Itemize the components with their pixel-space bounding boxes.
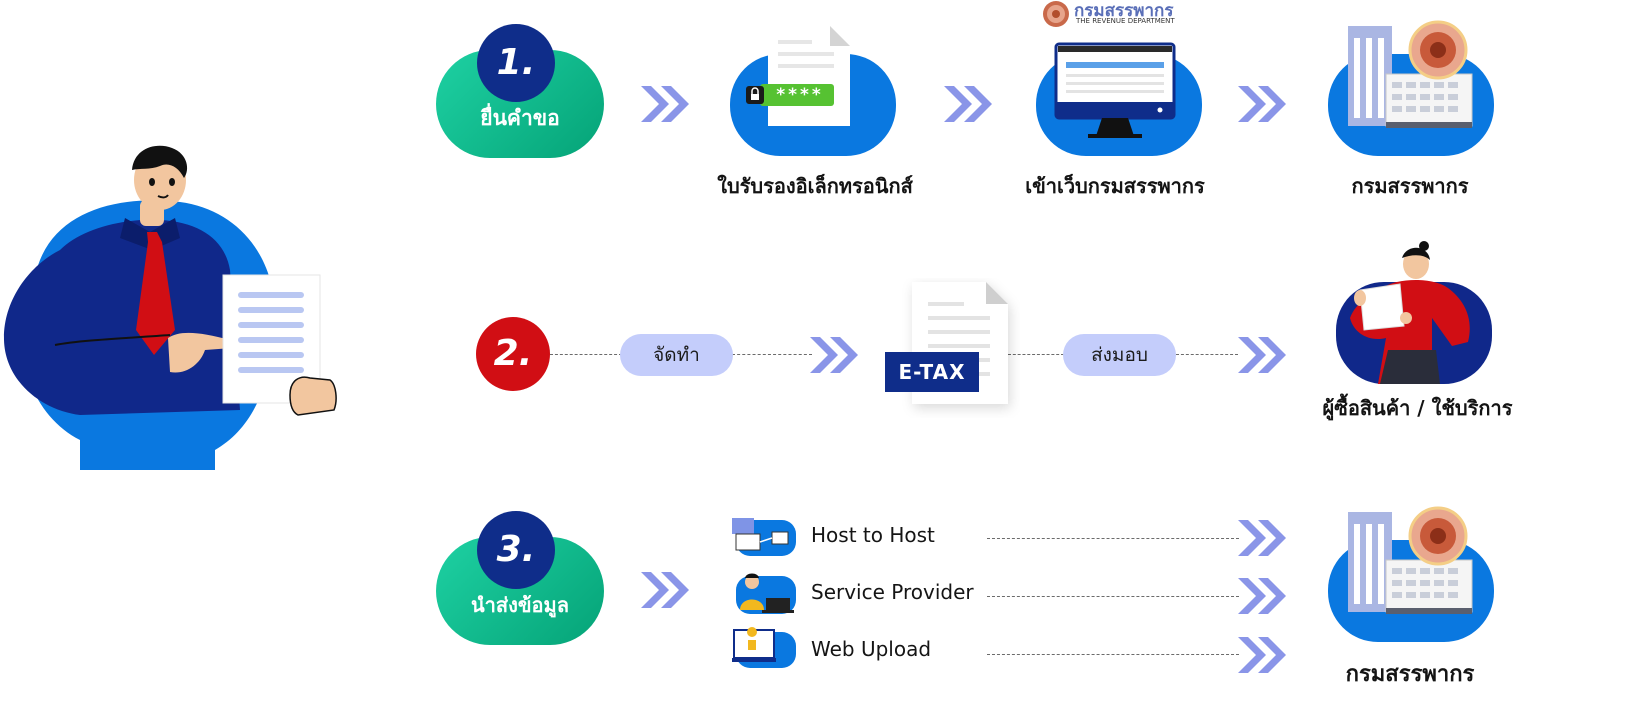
revenue-caption-row1: กรมสรรพากร — [1351, 174, 1469, 198]
flow-dashed-line — [987, 654, 1239, 655]
chevron-right-icon — [1238, 637, 1286, 673]
service-provider-icon — [736, 573, 796, 614]
password-mask: **** — [776, 85, 824, 105]
buyer-caption: ผู้ซื้อสินค้า / ใช้บริการ — [1322, 396, 1513, 420]
chevron-right-icon — [944, 86, 992, 122]
flow-dashed-line — [732, 354, 812, 355]
logo-thai-text: กรมสรรพากร — [1074, 1, 1174, 21]
flow-dashed-line — [1176, 354, 1238, 355]
etax-label: E-TAX — [885, 352, 979, 392]
certificate-caption: ใบรับรองอิเล็กทรอนิกส์ — [717, 174, 913, 198]
chevron-right-icon — [1238, 578, 1286, 614]
buyer-woman-icon — [1350, 241, 1470, 384]
step1-label: ยื่นคำขอ — [480, 106, 560, 130]
chevron-right-icon — [810, 337, 858, 373]
step2-number: 2. — [476, 317, 550, 391]
monitor-icon — [1054, 42, 1176, 138]
chevron-right-icon — [641, 86, 689, 122]
revenue-caption-row3: กรมสรรพากร — [1345, 662, 1475, 687]
certificate-document-icon — [746, 26, 850, 126]
flow-dashed-line — [987, 538, 1239, 539]
chevron-right-icon — [1238, 520, 1286, 556]
revenue-logo: กรมสรรพากร THE REVENUE DEPARTMENT — [1042, 0, 1192, 28]
building-icon — [1348, 506, 1473, 614]
flow-dashed-line — [550, 354, 622, 355]
chevron-right-icon — [1238, 86, 1286, 122]
chevron-right-icon — [1238, 337, 1286, 373]
method-service-provider: Service Provider — [811, 580, 974, 604]
method-host-to-host: Host to Host — [811, 523, 935, 547]
website-caption: เข้าเว็บกรมสรรพากร — [1025, 174, 1205, 198]
step3-label: นำส่งข้อมูล — [471, 593, 569, 617]
logo-english-text: THE REVENUE DEPARTMENT — [1076, 17, 1175, 25]
step1-number: 1. — [477, 24, 555, 102]
flow-dashed-line — [1008, 354, 1064, 355]
chevron-right-icon — [641, 572, 689, 608]
etax-document-icon — [912, 282, 1008, 404]
make-pill: จัดทำ — [620, 334, 733, 376]
host-to-host-icon — [732, 518, 796, 556]
web-upload-icon — [732, 627, 796, 668]
deliver-pill: ส่งมอบ — [1063, 334, 1176, 376]
flow-dashed-line — [987, 596, 1239, 597]
businessman-illustration — [3, 145, 337, 470]
step3-number: 3. — [477, 511, 555, 589]
building-icon — [1348, 20, 1473, 128]
revenue-seal-icon — [1043, 1, 1069, 27]
method-web-upload: Web Upload — [811, 637, 932, 661]
